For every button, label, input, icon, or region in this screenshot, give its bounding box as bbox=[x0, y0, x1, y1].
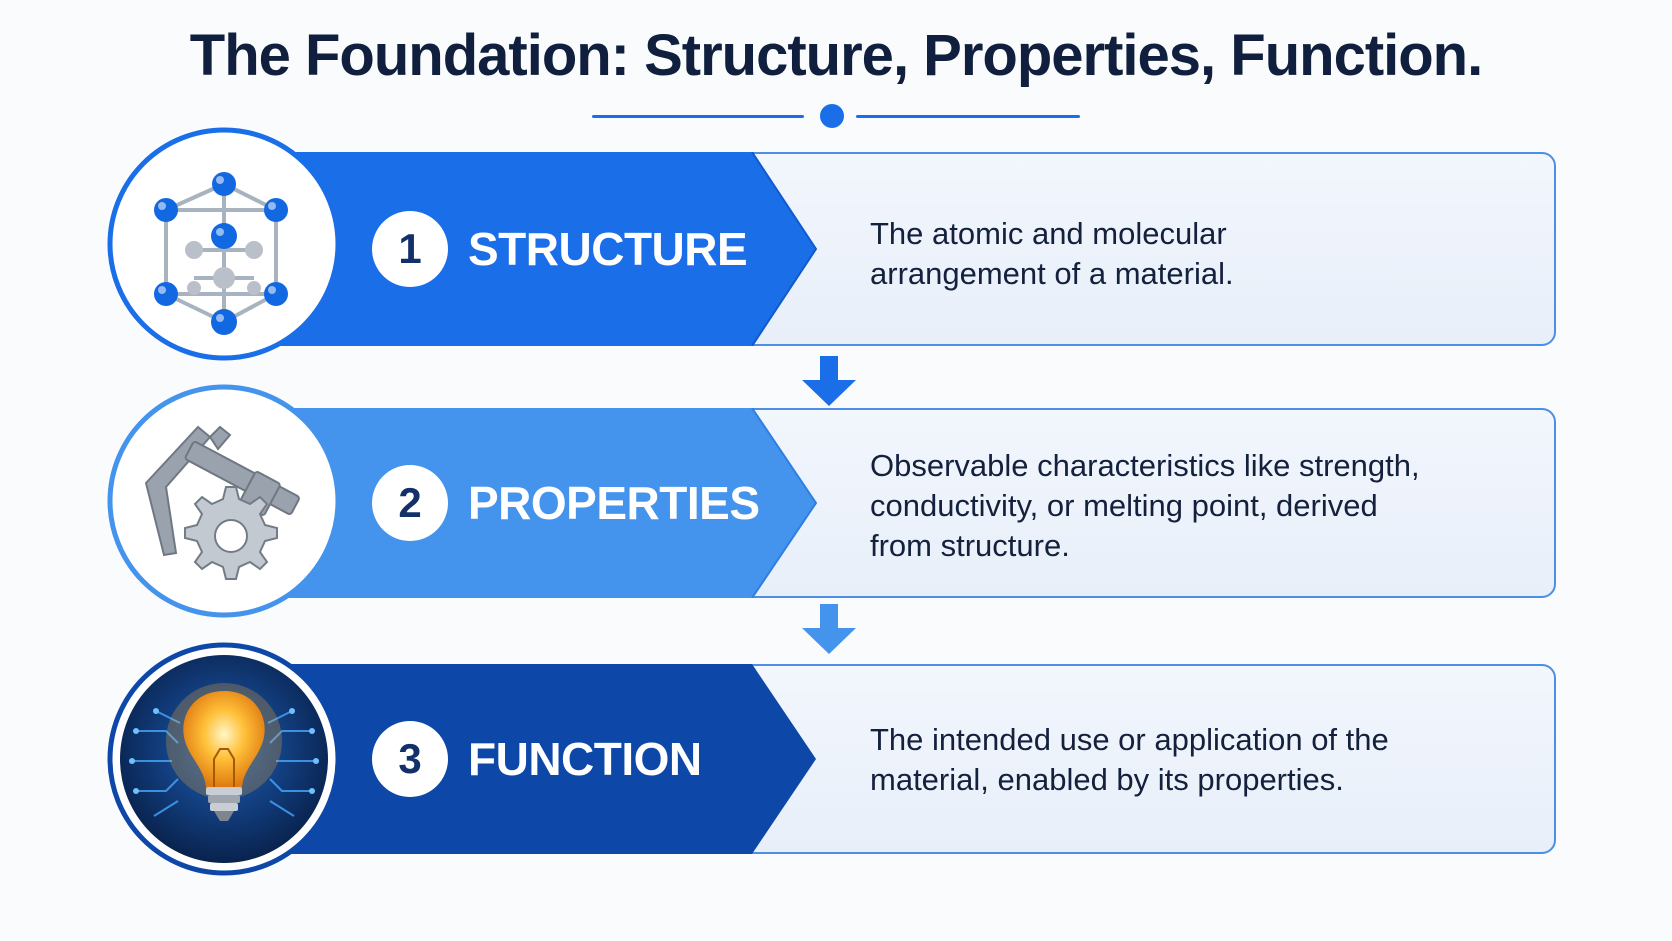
banner-properties bbox=[240, 408, 818, 598]
page-title: The Foundation: Structure, Properties, F… bbox=[189, 23, 1483, 88]
description-box-function bbox=[730, 664, 1556, 854]
step-description: Observable characteristics like strength… bbox=[870, 448, 1420, 563]
step-label: FUNCTION bbox=[468, 733, 702, 785]
banner-function bbox=[240, 664, 816, 854]
step-number-badge: 1 bbox=[372, 211, 448, 287]
down-arrow-icon bbox=[802, 604, 856, 654]
step-row-function: 3 FUNCTION The intended use or applicati… bbox=[0, 642, 1672, 876]
step-number-badge: 3 bbox=[372, 721, 448, 797]
banner-structure bbox=[240, 152, 818, 346]
divider-line-right bbox=[856, 115, 1080, 118]
description-box-properties bbox=[730, 408, 1556, 598]
title-divider bbox=[592, 104, 1080, 128]
step-row-properties: 2 PROPERTIES Observable characteristics … bbox=[0, 384, 1672, 618]
step-label: PROPERTIES bbox=[468, 477, 760, 529]
step-label: STRUCTURE bbox=[468, 223, 748, 275]
lightbulb-circuit-icon bbox=[107, 642, 341, 876]
crystal-lattice-icon bbox=[107, 127, 341, 361]
down-arrow-icon bbox=[802, 356, 856, 406]
step-number-badge: 2 bbox=[372, 465, 448, 541]
step-description: The intended use or application of the m… bbox=[870, 722, 1389, 797]
caliper-gear-icon bbox=[107, 384, 341, 618]
description-box-structure bbox=[730, 152, 1556, 346]
divider-line-left bbox=[592, 115, 804, 118]
divider-dot bbox=[820, 104, 844, 128]
step-row-structure: 1 STRUCTURE The atomic and molecular arr… bbox=[0, 127, 1672, 361]
step-description: The atomic and molecular arrangement of … bbox=[870, 216, 1234, 291]
